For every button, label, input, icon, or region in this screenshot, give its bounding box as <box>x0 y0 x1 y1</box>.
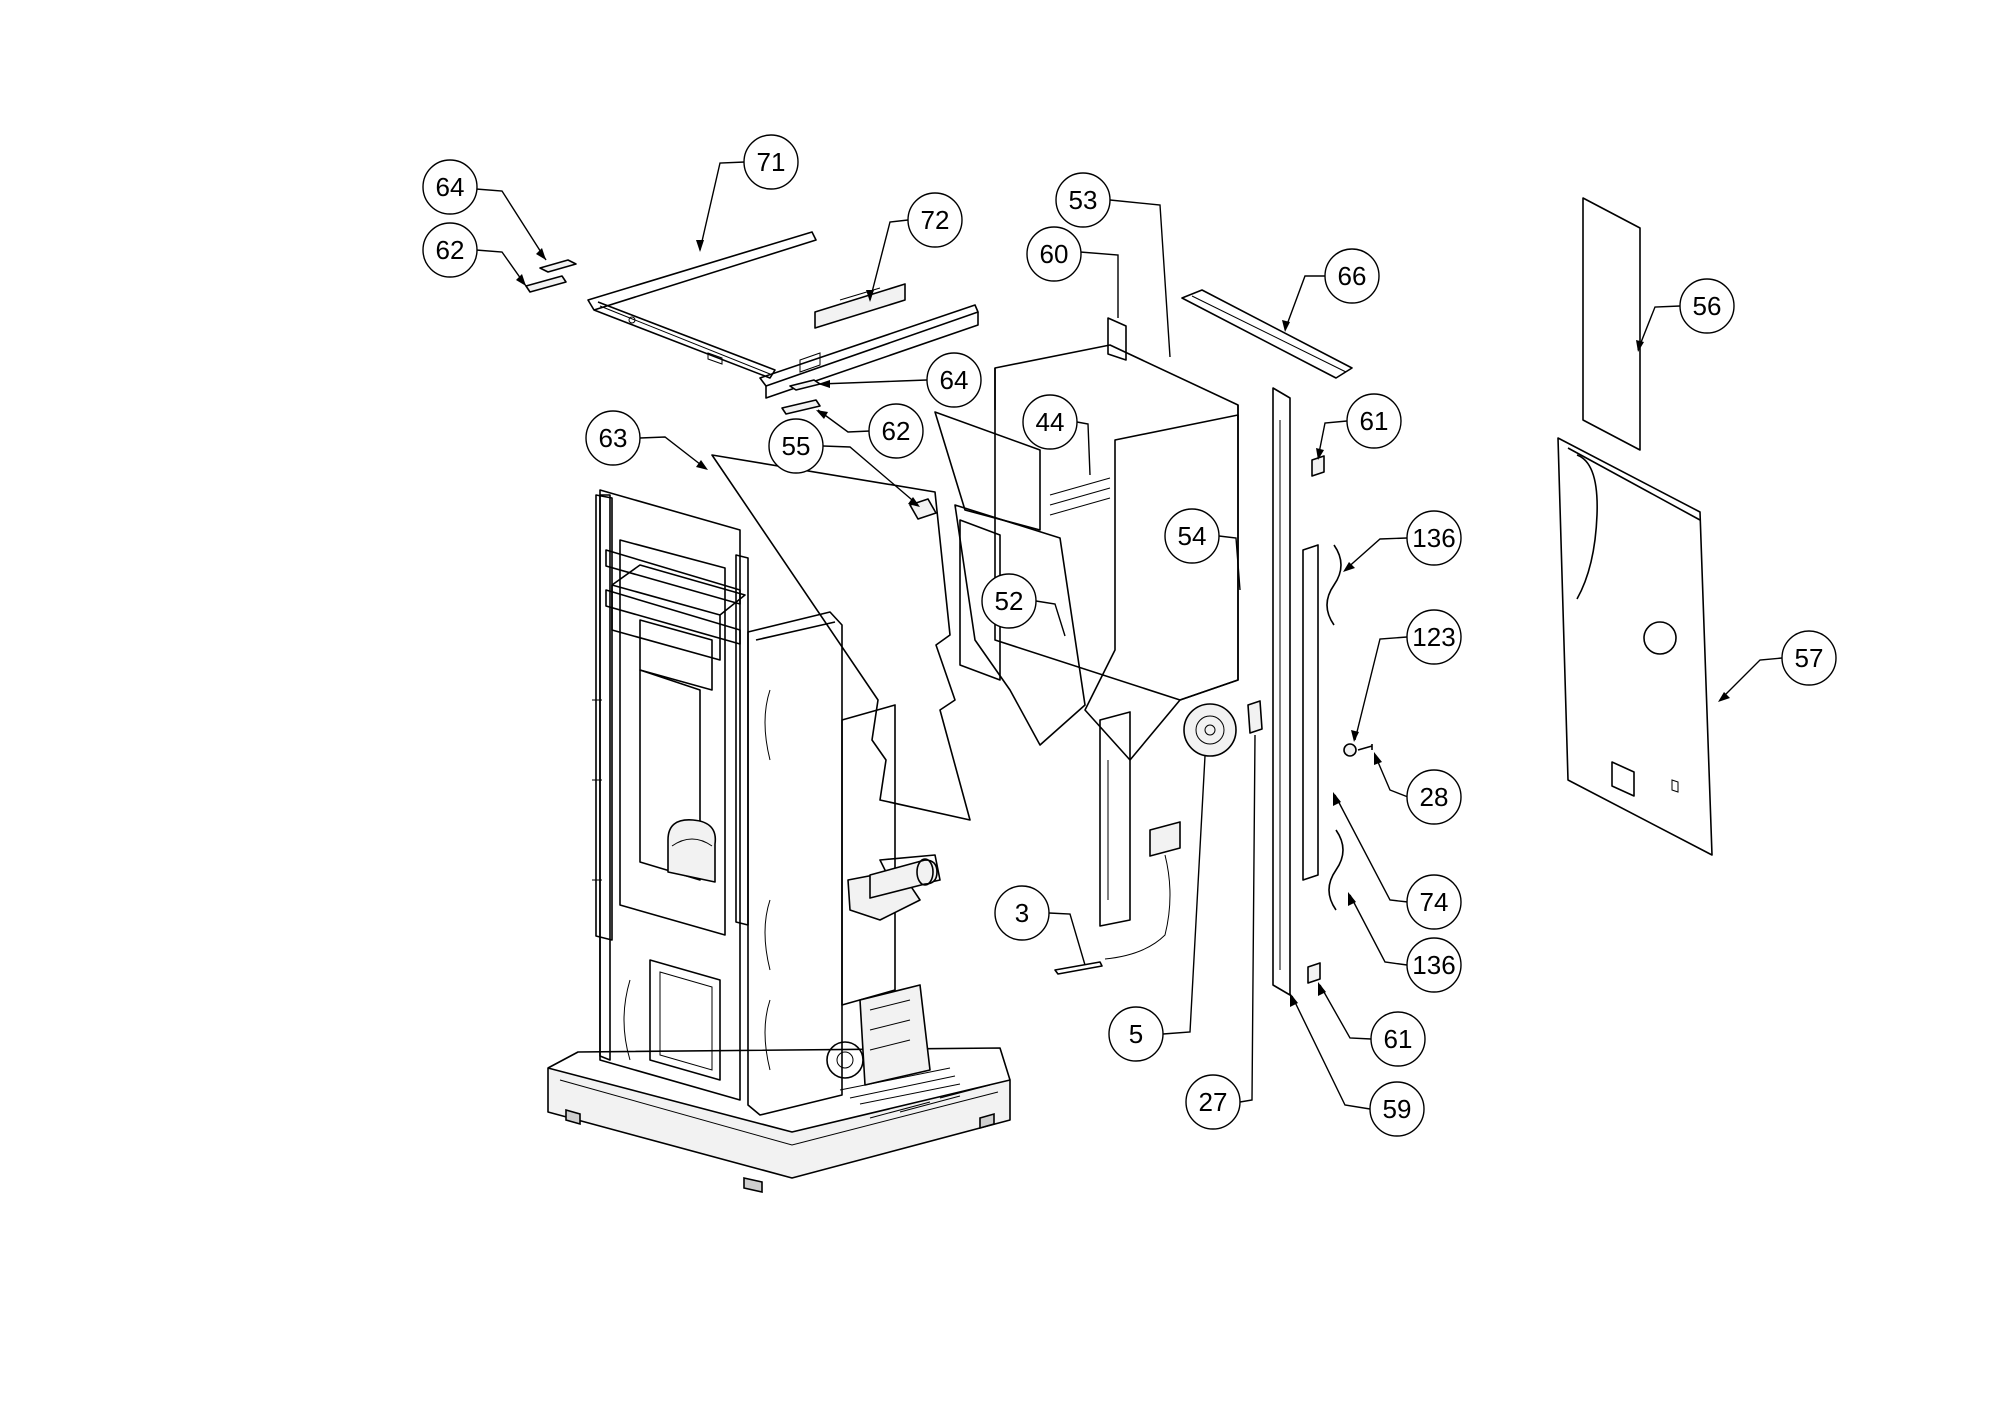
callout-label: 74 <box>1420 887 1449 917</box>
callout-label: 61 <box>1360 406 1389 436</box>
callout-53: 53 <box>1055 172 1111 228</box>
callout-62: 62 <box>868 403 924 459</box>
callout-label: 60 <box>1040 239 1069 269</box>
callout-label: 56 <box>1693 291 1722 321</box>
callout-label: 54 <box>1178 521 1207 551</box>
callout-55: 55 <box>768 418 824 474</box>
callout-label: 62 <box>882 416 911 446</box>
callout-27: 27 <box>1185 1074 1241 1130</box>
callout-56: 56 <box>1679 278 1735 334</box>
callout-64: 64 <box>422 159 478 215</box>
callout-label: 64 <box>436 172 465 202</box>
callout-label: 3 <box>1015 898 1029 928</box>
stove-body <box>547 489 1011 1193</box>
callout-61: 61 <box>1346 393 1402 449</box>
leader-lines <box>475 161 1783 1110</box>
callout-label: 28 <box>1420 782 1449 812</box>
callout-label: 123 <box>1412 622 1455 652</box>
callout-71: 71 <box>743 134 799 190</box>
callout-57: 57 <box>1781 630 1837 686</box>
callout-3: 3 <box>994 885 1050 941</box>
callout-61: 61 <box>1370 1011 1426 1067</box>
callout-74: 74 <box>1406 874 1462 930</box>
callout-label: 136 <box>1412 950 1455 980</box>
callout-63: 63 <box>585 410 641 466</box>
callout-52: 52 <box>981 573 1037 629</box>
pellet-hopper <box>711 317 1263 975</box>
callout-44: 44 <box>1022 394 1078 450</box>
callout-5: 5 <box>1108 1006 1164 1062</box>
callout-72: 72 <box>907 192 963 248</box>
callout-label: 27 <box>1199 1087 1228 1117</box>
callout-66: 66 <box>1324 248 1380 304</box>
callout-label: 71 <box>757 147 786 177</box>
right-side-parts <box>1181 197 1713 996</box>
top-frame-assembly <box>525 231 979 415</box>
callout-label: 5 <box>1129 1019 1143 1049</box>
callout-64: 64 <box>926 352 982 408</box>
callout-label: 63 <box>599 423 628 453</box>
callout-28: 28 <box>1406 769 1462 825</box>
callout-label: 57 <box>1795 643 1824 673</box>
callout-label: 55 <box>782 431 811 461</box>
callout-label: 64 <box>940 365 969 395</box>
callout-60: 60 <box>1026 226 1082 282</box>
callout-123: 123 <box>1406 609 1462 665</box>
callout-62: 62 <box>422 222 478 278</box>
callout-label: 53 <box>1069 185 1098 215</box>
callout-136: 136 <box>1406 937 1462 993</box>
callout-label: 72 <box>921 205 950 235</box>
callout-136: 136 <box>1406 510 1462 566</box>
callout-label: 44 <box>1036 407 1065 437</box>
callout-label: 52 <box>995 586 1024 616</box>
callout-label: 66 <box>1338 261 1367 291</box>
callout-54: 54 <box>1164 508 1220 564</box>
callout-label: 62 <box>436 235 465 265</box>
callout-label: 136 <box>1412 523 1455 553</box>
callout-label: 59 <box>1383 1094 1412 1124</box>
callout-59: 59 <box>1369 1081 1425 1137</box>
callout-label: 61 <box>1384 1024 1413 1054</box>
